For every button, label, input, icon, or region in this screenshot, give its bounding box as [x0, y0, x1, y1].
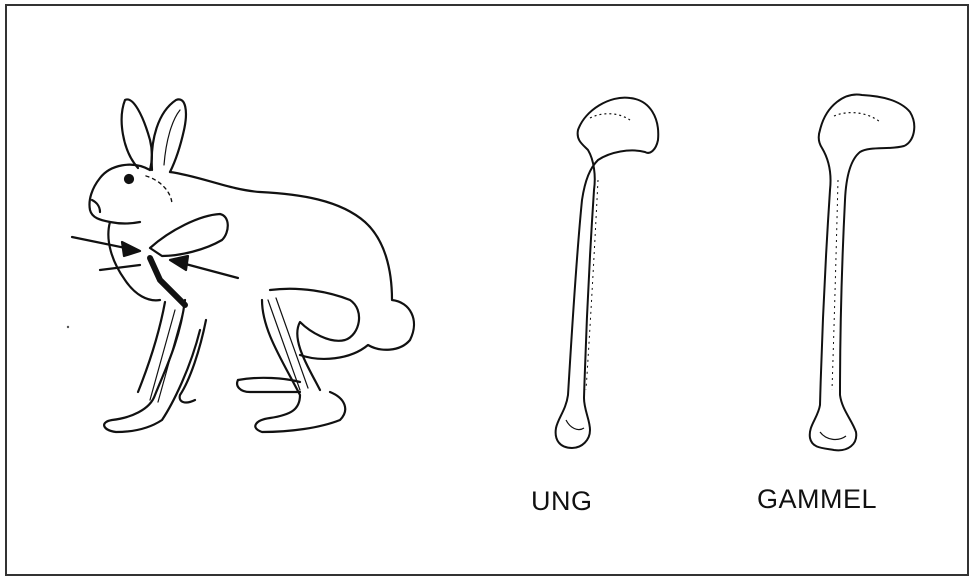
- hare-head: [89, 165, 150, 224]
- label-old: GAMMEL: [757, 484, 877, 515]
- hare-foreleg: [104, 300, 200, 432]
- old-humerus-bone: [810, 95, 915, 451]
- hare-ear-back: [122, 99, 152, 170]
- stray-mark: [67, 326, 69, 328]
- young-humerus-bone: [556, 98, 659, 448]
- hare-eye: [125, 175, 133, 183]
- hare-illustration: [72, 99, 414, 432]
- hare-scapula: [150, 214, 228, 256]
- label-young: UNG: [531, 486, 593, 517]
- hare-hind-leg: [270, 289, 359, 390]
- hare-body-outline: [170, 172, 414, 359]
